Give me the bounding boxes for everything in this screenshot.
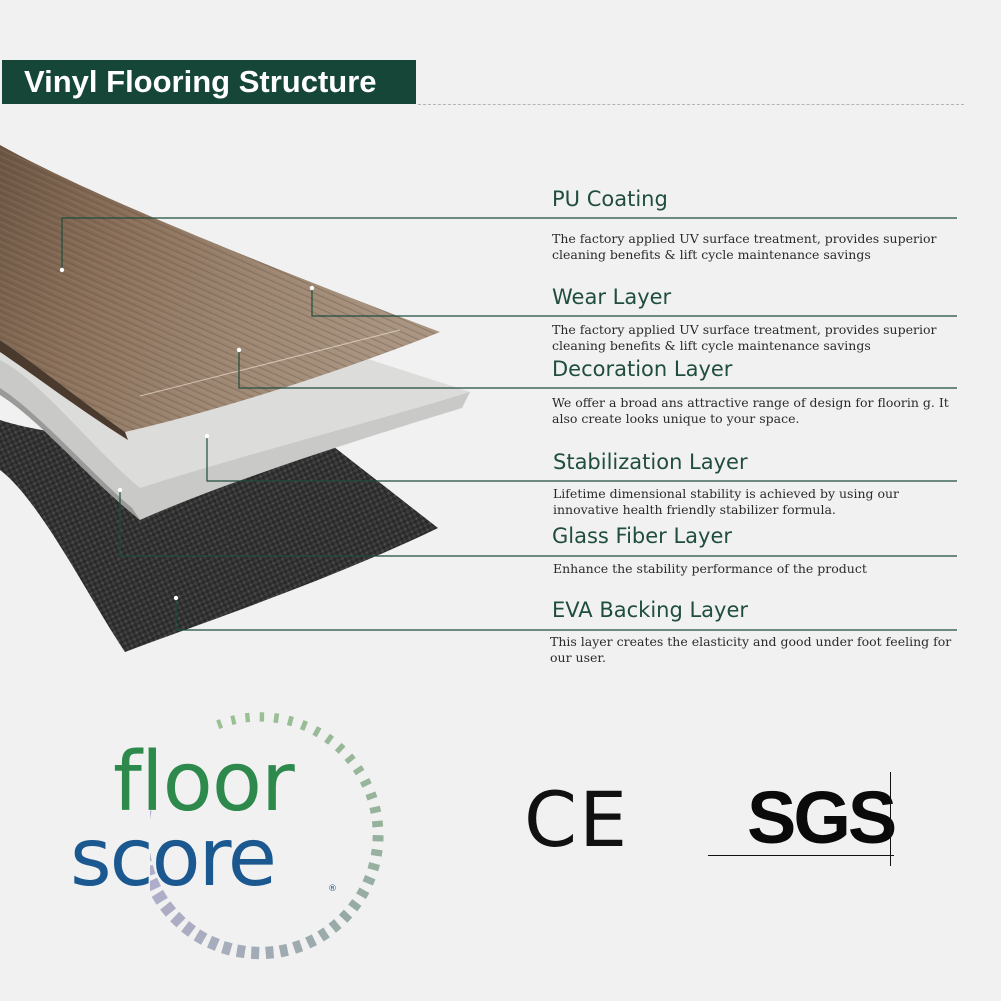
- floorscore-ring-tick: [370, 848, 383, 857]
- floorscore-ring-tick: [299, 720, 308, 731]
- floorscore-ring-tick: [265, 946, 275, 959]
- floorscore-ring-tick: [150, 864, 156, 878]
- floorscore-ring-tick: [221, 941, 233, 956]
- layer-title-wear-layer: Wear Layer: [552, 285, 672, 309]
- floorscore-ring-tick: [317, 927, 330, 942]
- floorscore-logo-score: score: [70, 811, 277, 904]
- leader-stabilization-layer: [206, 436, 957, 482]
- floorscore-ring-tick: [338, 909, 353, 923]
- floorscore-registered-mark: ®: [328, 884, 337, 894]
- floorscore-ring-tick: [230, 715, 237, 725]
- layer-title-decoration-layer: Decoration Layer: [552, 357, 733, 381]
- floorscore-ring-tick: [371, 820, 384, 828]
- floorscore-ring-tick: [312, 726, 322, 738]
- leader-eva-backing-layer: [175, 598, 957, 631]
- layer-desc-eva-backing-layer: This layer creates the elasticity and go…: [550, 634, 952, 665]
- layer-title-stabilization-layer: Stabilization Layer: [553, 450, 748, 474]
- leader-dot-stabilization: [204, 433, 210, 439]
- leader-dot-pu: [59, 267, 65, 273]
- wear-layer-seam: [139, 329, 401, 397]
- page-title: Vinyl Flooring Structure: [2, 60, 416, 104]
- floorscore-ring-tick: [181, 921, 196, 937]
- floorscore-ring-tick: [328, 919, 342, 933]
- floorscore-ring-tick: [359, 777, 372, 788]
- floorscore-ring-tick: [352, 765, 365, 776]
- ce-mark: CE: [524, 775, 630, 864]
- floorscore-ring-tick: [344, 753, 356, 765]
- decoration-layer-grain: [0, 145, 440, 432]
- floorscore-ring-tick: [244, 712, 251, 723]
- layer-desc-wear-layer: The factory applied UV surface treatment…: [552, 322, 937, 353]
- leader-decoration-layer: [238, 350, 957, 389]
- floorscore-ring-tick: [151, 889, 168, 905]
- leader-dot-glass-fiber: [117, 487, 123, 493]
- floorscore-ring-tick: [334, 742, 346, 754]
- layer-desc-glass-fiber-layer: Enhance the stability performance of the…: [553, 561, 867, 576]
- layer-desc-decoration-layer: We offer a broad ans attractive range of…: [552, 395, 949, 426]
- floorscore-ring-tick: [216, 719, 224, 730]
- sgs-vertical-line: [890, 772, 891, 866]
- floorscore-ring-tick: [292, 939, 304, 954]
- floorscore-ring-tick: [160, 901, 177, 917]
- floorscore-ring-tick: [286, 715, 294, 727]
- floorscore-ring-tick: [367, 862, 380, 872]
- floorscore-ring-tick: [324, 733, 335, 745]
- leader-dot-decoration: [236, 347, 242, 353]
- floorscore-ring-tick: [348, 899, 362, 912]
- leader-dot-wear: [309, 285, 315, 291]
- floorscore-ring-tick: [278, 943, 289, 958]
- leader-pu-coating: [61, 217, 957, 270]
- sgs-underline: [708, 855, 894, 856]
- floorscore-ring-tick: [235, 944, 246, 959]
- floorscore-ring-tick: [250, 946, 260, 960]
- floorscore-ring-tick: [372, 835, 384, 842]
- floorscore-ring-tick: [356, 887, 370, 899]
- floorscore-ring-tick: [273, 713, 280, 724]
- floorscore-logo-ring: [150, 712, 384, 960]
- layer-title-glass-fiber-layer: Glass Fiber Layer: [552, 524, 733, 548]
- floorscore-ring-tick: [369, 805, 382, 814]
- layer-desc-stabilization-layer: Lifetime dimensional stability is achiev…: [553, 486, 900, 517]
- floorscore-ring-tick: [365, 791, 378, 801]
- floorscore-logo-floor: floor: [113, 735, 295, 830]
- leader-glass-fiber-layer: [119, 490, 957, 557]
- layer-desc-pu-coating: The factory applied UV surface treatment…: [552, 231, 937, 262]
- floorscore-ring-tick: [170, 911, 186, 928]
- sgs-logo: SGS: [747, 776, 897, 859]
- leader-dot-eva: [173, 595, 179, 601]
- floorscore-ring-tick: [150, 877, 161, 892]
- floorscore-ring-tick: [305, 934, 317, 949]
- stabilization-layer-edge: [0, 388, 140, 520]
- floorscore-ring-tick: [362, 875, 376, 886]
- wear-layer-edge: [0, 340, 128, 440]
- layer-title-pu-coating: PU Coating: [552, 187, 668, 211]
- leader-wear-layer: [311, 288, 957, 317]
- floorscore-ring-tick: [259, 712, 265, 722]
- layer-title-eva-backing-layer: EVA Backing Layer: [552, 598, 749, 622]
- title-divider: [418, 104, 964, 105]
- flooring-structure-diagram: [0, 145, 957, 652]
- floorscore-ring-tick: [193, 929, 208, 945]
- floorscore-ring-tick: [206, 935, 220, 951]
